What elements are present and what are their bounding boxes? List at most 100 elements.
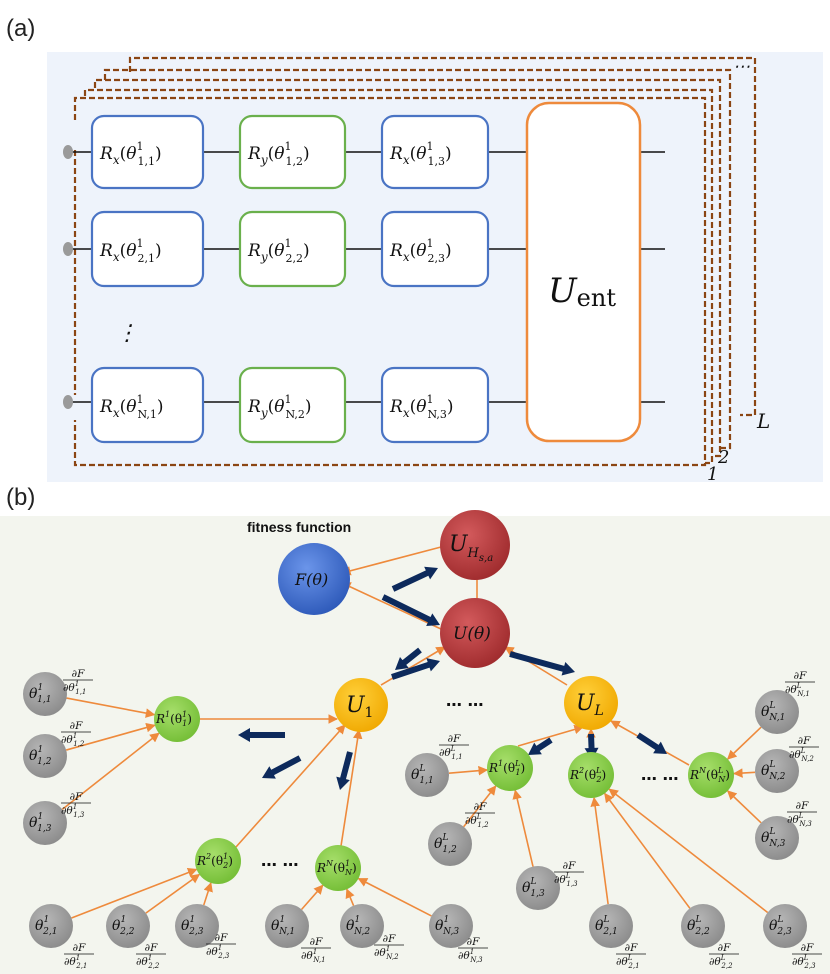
svg-text:∂θL2,1: ∂θL2,1 <box>616 954 640 970</box>
ellipsis-2: ⋯ ⋯ <box>261 855 299 874</box>
svg-text:∂F: ∂F <box>70 791 83 803</box>
graph-edge <box>463 785 497 828</box>
entangler-box <box>525 101 642 443</box>
layer-label-1: 1 <box>707 464 718 485</box>
flow-arrow <box>238 728 285 742</box>
circuit-unitary-node: U(θ) <box>440 598 510 668</box>
flow-arrow <box>391 658 440 680</box>
graph-edge <box>235 724 346 848</box>
svg-text:∂F: ∂F <box>625 942 638 954</box>
hamiltonian-unitary-node: UHs,a <box>440 510 510 580</box>
ellipsis-3: ⋯ ⋯ <box>641 769 679 788</box>
svg-text:θ11,3: θ11,3 <box>29 812 52 834</box>
svg-text:U1: U1 <box>346 693 373 721</box>
svg-text:θ12,2: θ12,2 <box>112 915 135 937</box>
svg-text:∂θLN,3: ∂θLN,3 <box>787 812 812 828</box>
svg-text:θL2,3: θL2,3 <box>769 915 792 937</box>
svg-text:θ1N,1: θ1N,1 <box>271 915 295 937</box>
svg-text:∂F: ∂F <box>383 933 396 945</box>
svg-text:∂F: ∂F <box>798 735 811 747</box>
graph-edge <box>345 888 355 906</box>
flow-arrow <box>391 566 438 592</box>
graph-edge <box>608 788 769 914</box>
svg-text:θLN,3: θLN,3 <box>761 827 786 849</box>
svg-text:∂θL1,2: ∂θL1,2 <box>465 813 489 829</box>
svg-text:∂θ11,3: ∂θ11,3 <box>61 803 85 819</box>
svg-text:θL1,1: θL1,1 <box>411 764 434 786</box>
svg-text:R2(θ12): R2(θ12) <box>196 852 233 870</box>
svg-text:∂F: ∂F <box>467 936 480 948</box>
graph-edge <box>61 732 160 811</box>
graph-edge <box>517 724 584 747</box>
svg-text:∂θLN,1: ∂θLN,1 <box>785 682 810 698</box>
graph-edge <box>66 697 156 718</box>
graph-edge <box>448 765 489 776</box>
svg-text:∂F: ∂F <box>794 670 807 682</box>
graph-edge <box>590 796 609 905</box>
flow-arrow <box>528 737 553 755</box>
svg-text:∂F: ∂F <box>215 932 228 944</box>
svg-text:R2(θL2): R2(θL2) <box>569 766 606 784</box>
flow-arrow <box>336 751 353 790</box>
svg-text:U(θ): U(θ) <box>453 624 491 644</box>
svg-text:∂F: ∂F <box>718 942 731 954</box>
svg-text:∂θL1,3: ∂θL1,3 <box>554 872 578 888</box>
svg-text:UHs,a: UHs,a <box>449 532 493 564</box>
svg-text:θ1N,2: θ1N,2 <box>346 915 370 937</box>
svg-text:θL2,1: θL2,1 <box>595 915 618 937</box>
graph-edge <box>203 881 213 906</box>
svg-text:θ1N,3: θ1N,3 <box>435 915 459 937</box>
graph-edge <box>357 877 432 917</box>
svg-text:RN(θLN): RN(θLN) <box>689 766 730 784</box>
svg-text:∂F: ∂F <box>310 936 323 948</box>
panel-b-label: (b) <box>6 484 35 511</box>
svg-text:∂θL1,1: ∂θL1,1 <box>439 745 463 761</box>
graph-edge <box>341 582 442 630</box>
flow-arrow <box>262 755 302 779</box>
svg-text:θ11,2: θ11,2 <box>29 745 52 767</box>
svg-text:∂θLN,2: ∂θLN,2 <box>789 747 814 763</box>
graph-edge <box>145 873 201 914</box>
layer-label-2: 2 <box>717 447 729 468</box>
svg-text:θ12,1: θ12,1 <box>35 915 58 937</box>
flow-arrow <box>509 651 575 676</box>
svg-text:∂F: ∂F <box>448 733 461 745</box>
qubit-input-N <box>63 395 73 409</box>
svg-text:θ12,3: θ12,3 <box>181 915 204 937</box>
svg-text:∂F: ∂F <box>72 668 85 680</box>
